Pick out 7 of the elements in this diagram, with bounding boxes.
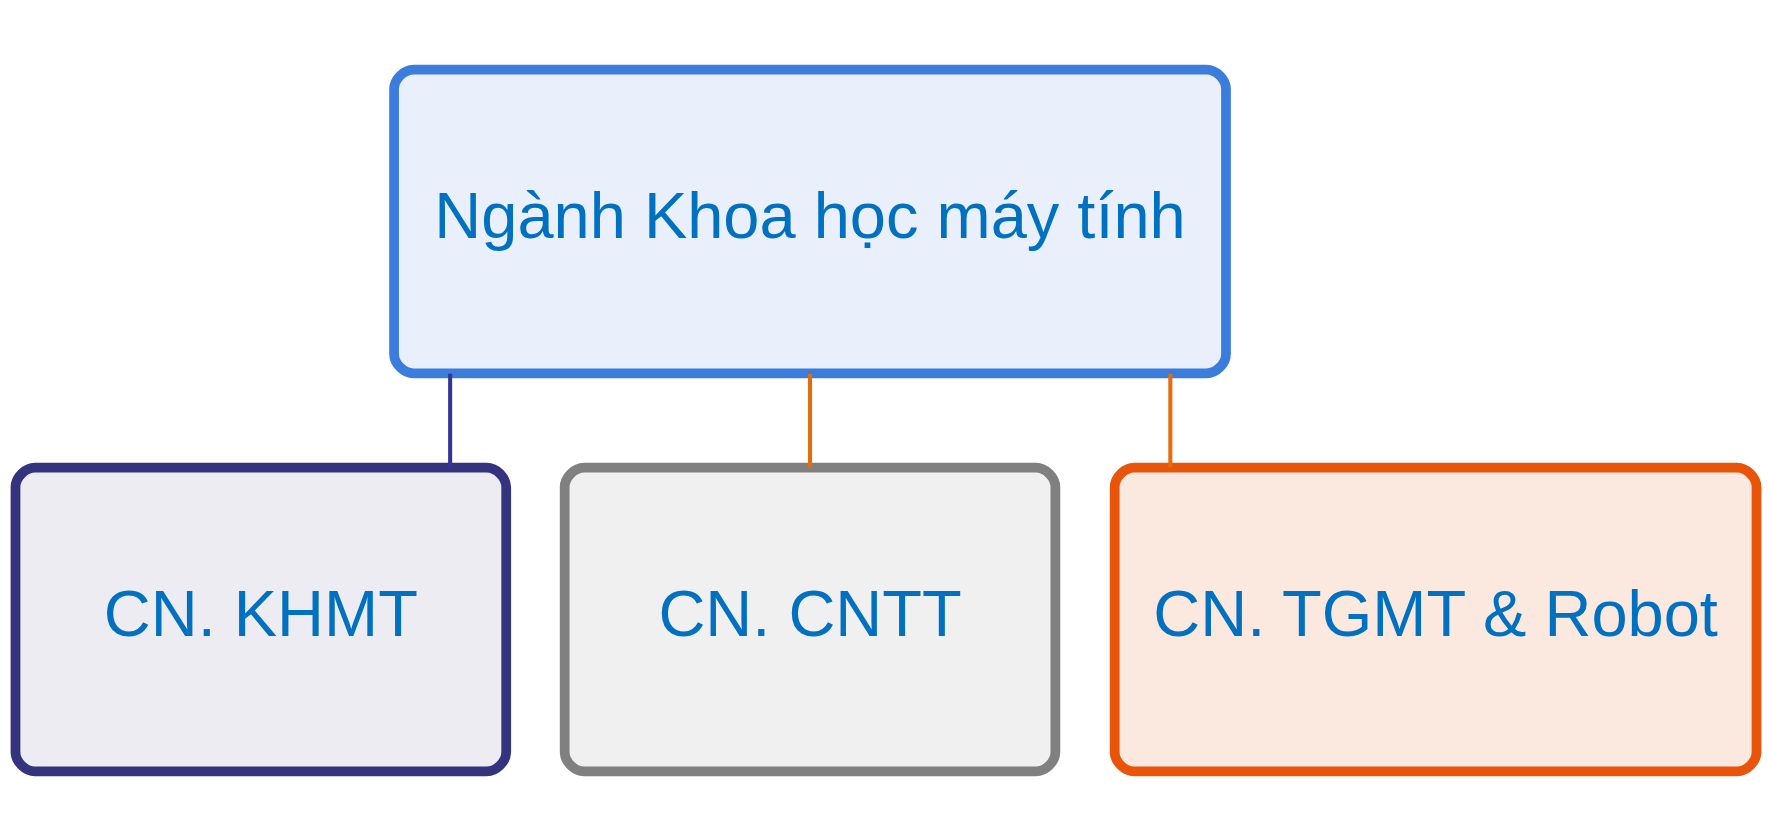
node-box: Ngành Khoa học máy tính <box>388 64 1231 378</box>
connector <box>1167 373 1172 467</box>
connector <box>447 373 452 467</box>
node-box: CN. CNTT <box>559 462 1060 776</box>
node-box: CN. KHMT <box>10 462 511 776</box>
node-box: CN. TGMT & Robot <box>1109 462 1761 776</box>
connector <box>807 373 812 467</box>
